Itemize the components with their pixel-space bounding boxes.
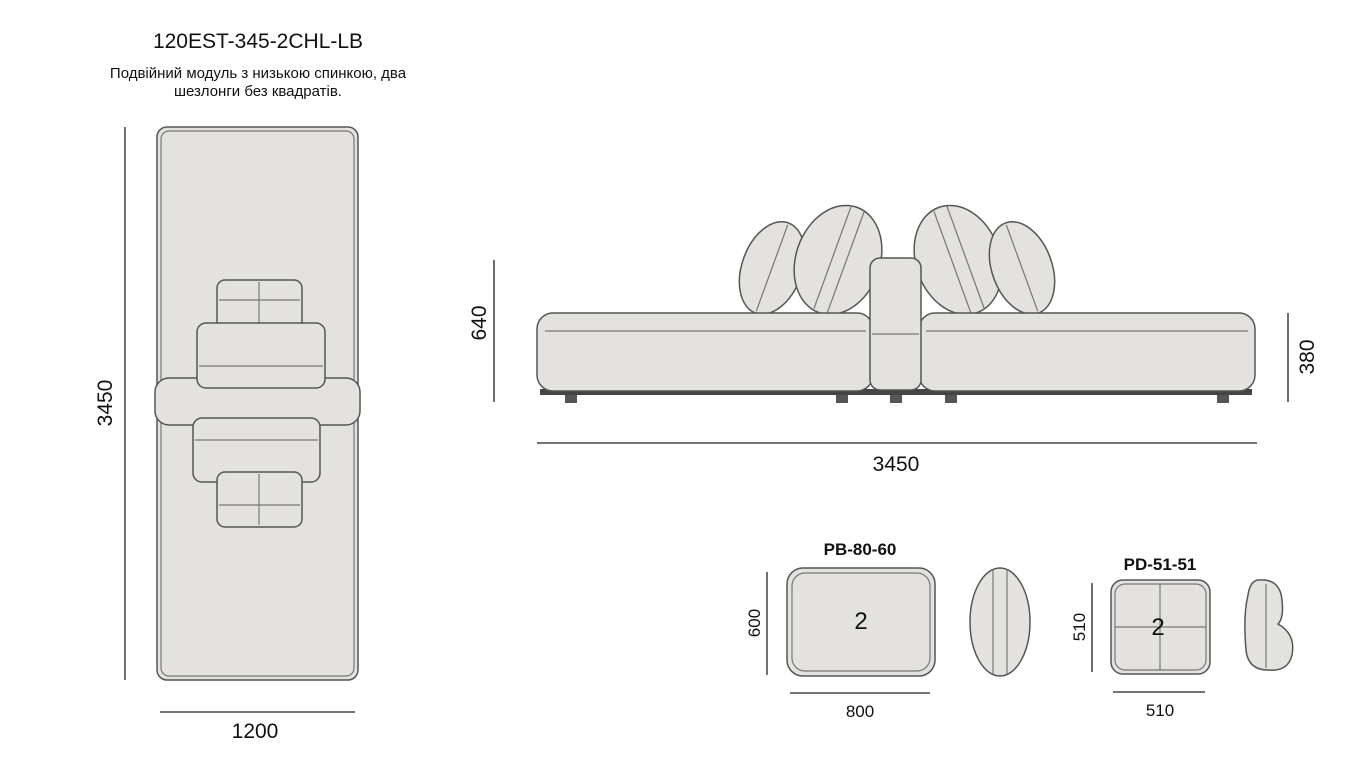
pillow-pd-front [1110,579,1211,675]
pillow-pb-width-label: 800 [846,702,874,721]
model-code: 120EST-345-2CHL-LB [153,30,363,53]
top-length-label: 3450 [94,380,117,427]
pillow-code-pd: PD-51-51 [1124,555,1197,574]
pillow-pd-side [1244,579,1294,671]
pillow-pd-width-label: 510 [1146,701,1174,720]
back-height-label: 640 [468,305,491,340]
pillow-pb-front [786,567,936,677]
top-width-label: 1200 [232,720,279,743]
seat-height-label: 380 [1296,339,1319,374]
pillow-pb-side [969,567,1031,677]
description-line-1: Подвійний модуль з низькою спинкою, два [110,65,407,82]
pillow-pd-quantity: 2 [1151,614,1164,641]
front-view [536,204,1256,403]
pillow-pd-height-label: 510 [1070,613,1089,641]
description-line-2: шезлонги без квадратів. [174,83,342,100]
pillow-pb-height-label: 600 [745,609,764,637]
pillow-pb-quantity: 2 [854,608,867,635]
pillow-code-pb: PB-80-60 [824,540,897,559]
top-view [154,126,361,681]
front-length-label: 3450 [873,453,920,476]
